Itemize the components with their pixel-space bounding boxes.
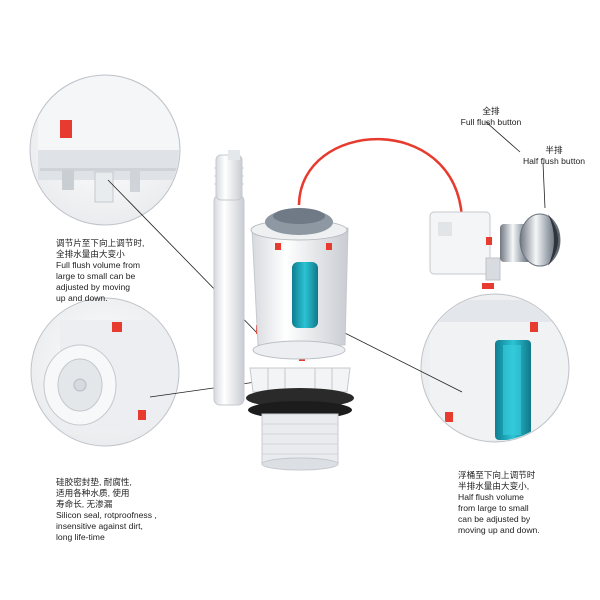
overflow-pipe (213, 150, 263, 406)
caption-line: Silicon seal, rotproofness , (56, 510, 157, 520)
caption-full-flush-adjust: 调节片至下向上调节时, 全排水量由大变小 Full flush volume f… (56, 238, 144, 304)
caption-line: up and down. (56, 293, 108, 303)
caption-line: 浮桶至下向上调节时 (458, 470, 536, 480)
caption-line: Full flush button (460, 117, 522, 127)
caption-line: Half flush volume (458, 492, 524, 502)
valve-body (250, 208, 349, 361)
caption-half-flush-button: 半排 Half flush button (512, 145, 596, 167)
caption-line: insensitive against dirt, (56, 521, 143, 531)
caption-line: 寿命长, 无渗漏 (56, 499, 113, 509)
detail-circle-top-left (29, 74, 181, 226)
caption-line: 调节片至下向上调节时, (56, 238, 145, 248)
full-flush-button[interactable] (519, 213, 561, 267)
detail-circle-bottom-right (420, 293, 570, 443)
caption-line: long life-time (56, 532, 105, 542)
caption-line: 半排 (545, 145, 563, 155)
caption-line: can be adjusted by (458, 514, 531, 524)
caption-line: 硅胶密封垫, 耐腐性, (56, 477, 132, 487)
caption-line: large to small can be (56, 271, 136, 281)
caption-line: 适用各种水质, 使用 (56, 488, 130, 498)
caption-line: moving up and down. (458, 525, 540, 535)
caption-line: 全排 (482, 106, 500, 116)
caption-line: from large to small (458, 503, 529, 513)
caption-line: adjusted by moving (56, 282, 131, 292)
half-flush-button[interactable] (548, 214, 558, 266)
caption-line: 全排水量由大变小 (56, 249, 125, 259)
caption-line: Full flush volume from (56, 260, 141, 270)
caption-line: Half flush button (522, 156, 586, 166)
cable (297, 138, 464, 219)
detail-circle-bottom-left (30, 297, 180, 447)
caption-half-flush-adjust: 浮桶至下向上调节时 半排水量由大变小, Half flush volume fr… (458, 470, 540, 536)
push-button-assembly (429, 211, 532, 289)
caption-silicon-seal: 硅胶密封垫, 耐腐性, 适用各种水质, 使用 寿命长, 无渗漏 Silicon … (56, 477, 157, 543)
base-cage (246, 367, 354, 471)
caption-full-flush-button: 全排 Full flush button (436, 106, 546, 128)
caption-line: 半排水量由大变小, (458, 481, 530, 491)
